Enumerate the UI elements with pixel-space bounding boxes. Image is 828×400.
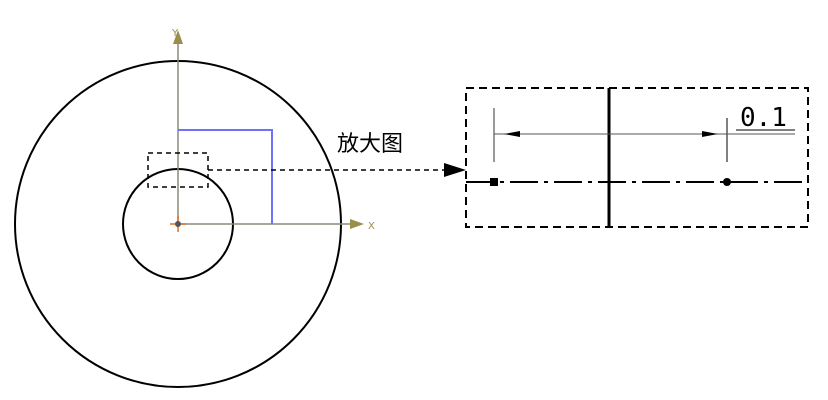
x-axis-arrow-icon bbox=[350, 219, 364, 229]
dimension-value: 0.1 bbox=[740, 103, 787, 133]
callout-arrow-icon bbox=[444, 163, 466, 177]
y-axis-arrow-icon bbox=[173, 30, 183, 44]
detail-view: 0.1 bbox=[465, 87, 809, 228]
coordinate-axes: Y X bbox=[171, 28, 375, 232]
sketch-profile-line bbox=[178, 129, 273, 224]
dimension-arrow-left-icon bbox=[504, 131, 520, 137]
centerline-point-left bbox=[490, 178, 498, 186]
centerline-point-right bbox=[723, 178, 731, 186]
y-axis-label: Y bbox=[171, 28, 179, 39]
x-axis-label: X bbox=[368, 221, 375, 232]
origin-marker-icon bbox=[170, 216, 186, 232]
dimension-arrow-right-icon bbox=[702, 131, 718, 137]
callout-label: 放大图 bbox=[337, 132, 403, 157]
detail-view-frame bbox=[465, 87, 809, 228]
